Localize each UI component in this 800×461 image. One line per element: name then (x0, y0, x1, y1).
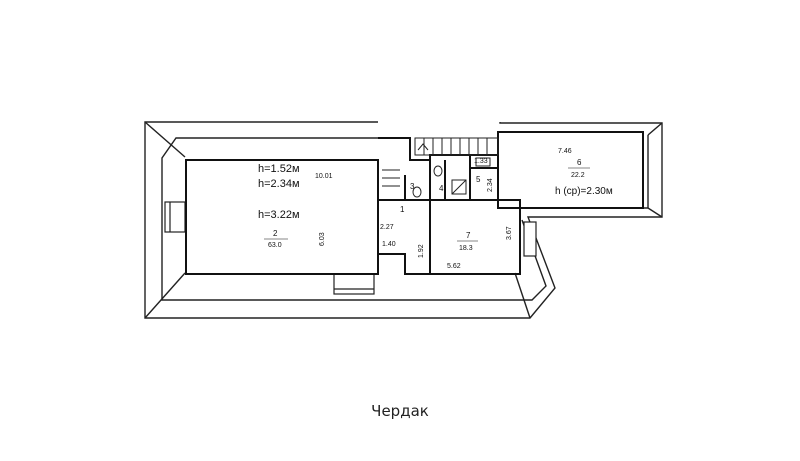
dormer-right (523, 221, 537, 257)
dimension-label: 1.40 (382, 241, 396, 248)
bath-icon (475, 157, 491, 167)
height-label: h=3.22м (258, 209, 300, 221)
dimension-label: 2.27 (380, 224, 394, 231)
roof-inner-line (161, 137, 547, 301)
room-number: 6 (577, 158, 582, 167)
room-6-wall (497, 131, 644, 209)
room-number: 3 (410, 182, 415, 191)
dimension-label: 5.62 (447, 263, 461, 270)
roof-hip-top-left (144, 121, 186, 158)
dormers (164, 201, 537, 295)
dormer-left (164, 201, 186, 233)
walls (185, 131, 644, 275)
room-number: 5 (476, 175, 481, 184)
dimension-label: 6.03 (319, 232, 326, 246)
dimension-label: 7.46 (558, 148, 572, 155)
plan-labels: h=1.52м h=2.34м h=3.22м 10.01 2 63.0 6.0… (258, 148, 613, 270)
toilet-icon (433, 165, 443, 177)
room-number: 1 (400, 205, 405, 214)
plan-caption: Чердак (371, 402, 429, 420)
room-2-wall (185, 159, 379, 275)
roof-hip-top-right (647, 122, 663, 136)
room-area: 18.3 (459, 245, 473, 252)
dimension-label: 2.34 (487, 178, 494, 192)
height-label: h=2.34м (258, 178, 300, 190)
room-number: 2 (273, 229, 278, 238)
stair-frame (414, 137, 499, 156)
room-number: 7 (466, 231, 471, 240)
dimension-label: 1.92 (418, 244, 425, 258)
roof-outline (144, 121, 663, 319)
room-area: 22.2 (571, 172, 585, 179)
fixtures (412, 157, 491, 198)
roof-hip-right-bottom (647, 207, 663, 218)
height-label: h=1.52м (258, 163, 300, 175)
staircase (382, 137, 499, 187)
dimension-label: 10.01 (315, 173, 333, 180)
height-label: h (ср)=2.30м (555, 186, 613, 197)
roof-hip-bottom-right (514, 272, 531, 319)
dimension-label: 1.33 (474, 158, 488, 165)
stair-arrow (417, 143, 429, 151)
dimension-label: 3.67 (506, 226, 513, 240)
room-area: 63.0 (268, 242, 282, 249)
roof-inner-right (530, 135, 649, 209)
toilet-icon (412, 186, 422, 198)
roof-outer-left (144, 121, 663, 319)
room-number: 4 (439, 184, 444, 193)
dormer-bottom (333, 273, 375, 295)
roof-hip-bottom-left (144, 272, 186, 319)
